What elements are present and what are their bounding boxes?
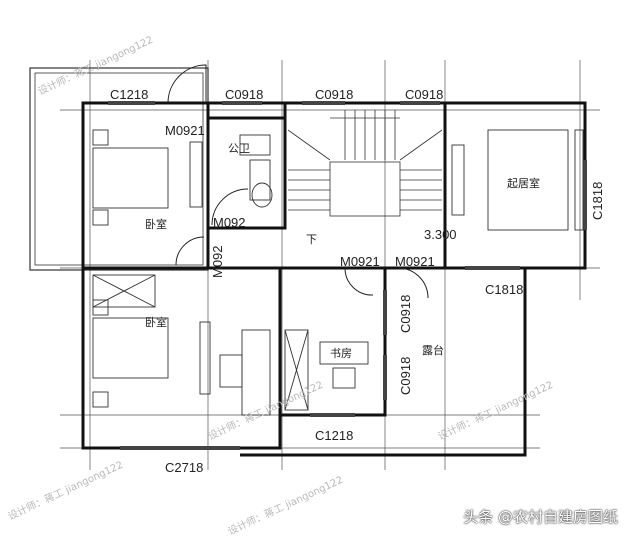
room-label-terrace: 露台 (422, 343, 444, 357)
window-label: C0918 (398, 295, 413, 333)
elevation-label: 3.300 (424, 227, 457, 242)
room-label-bedroom: 卧室 (145, 217, 167, 231)
window-label: C2718 (165, 460, 203, 475)
furniture (92, 129, 584, 416)
door-label: M092 (210, 245, 225, 278)
watermark: 设计师：蒋工 jiangong122 (436, 378, 555, 443)
stair-direction-label: 下 (306, 233, 317, 246)
stairs (287, 110, 443, 217)
doors (167, 64, 429, 299)
watermark: 设计师：蒋工 jiangong122 (226, 473, 345, 538)
window-label: C0918 (405, 87, 443, 102)
window-label: C1218 (110, 87, 148, 102)
windows (108, 101, 587, 450)
room-label-bedroom: 卧室 (145, 315, 167, 329)
window-label: C1818 (590, 182, 605, 220)
balcony-inner-outline (34, 72, 204, 266)
door-label: M0921 (395, 254, 435, 269)
window-label: C0918 (398, 357, 413, 395)
door-label: M0921 (165, 123, 205, 138)
door-label: M092 (213, 215, 246, 230)
window-label: C1818 (485, 282, 523, 297)
window-label: C0918 (315, 87, 353, 102)
window-label: C0918 (225, 87, 263, 102)
room-label-living: 起居室 (507, 176, 540, 190)
room-label-bathroom: 公卫 (228, 142, 250, 155)
watermark: 设计师：蒋工 jiangong122 (6, 458, 125, 523)
door-label: M0921 (340, 254, 380, 269)
room-label-study: 书房 (330, 347, 352, 360)
source-credit: 头条 @农村自建房图纸 (463, 508, 618, 526)
window-label: C1218 (315, 428, 353, 443)
